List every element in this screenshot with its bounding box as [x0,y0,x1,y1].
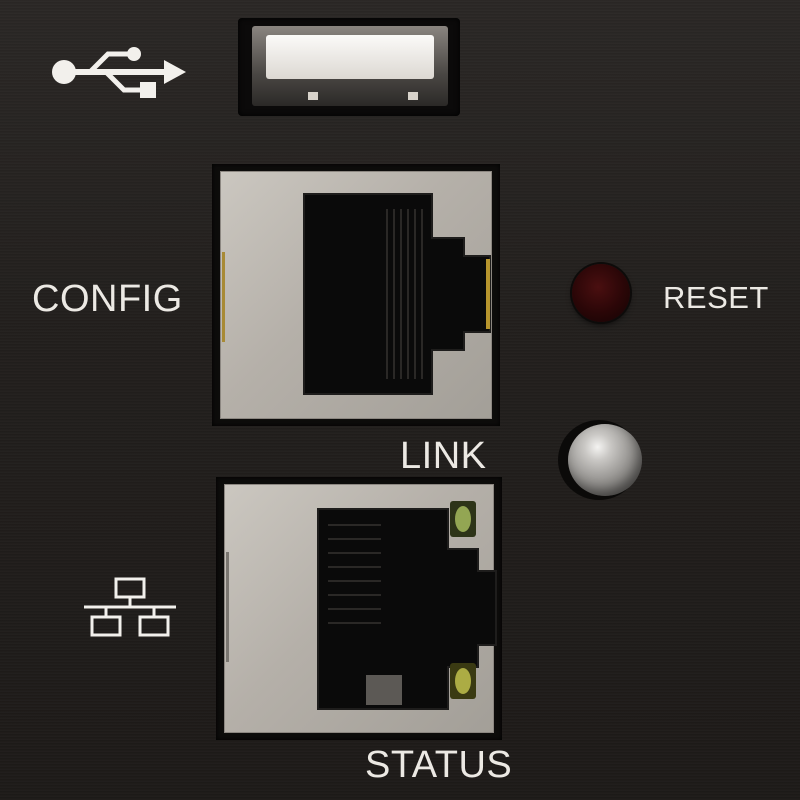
link-label: LINK [400,435,487,477]
config-ethernet-port[interactable] [212,164,500,426]
status-led-bottom [450,663,476,699]
status-ethernet-port[interactable] [216,477,502,740]
usb-pin [408,92,418,100]
led-dome [568,424,642,496]
status-port-jack [226,508,497,710]
usb-icon [52,47,186,98]
reset-label: RESET [663,280,769,315]
status-led-top [450,501,476,537]
config-label: CONFIG [32,278,183,320]
reset-button[interactable] [572,264,630,322]
usb-port[interactable] [238,18,460,116]
config-port-jack [222,193,491,395]
link-led-indicator [558,416,648,500]
network-icon [84,577,176,637]
usb-pin [308,92,318,100]
usb-port-tongue [266,35,434,79]
status-label: STATUS [365,744,513,786]
